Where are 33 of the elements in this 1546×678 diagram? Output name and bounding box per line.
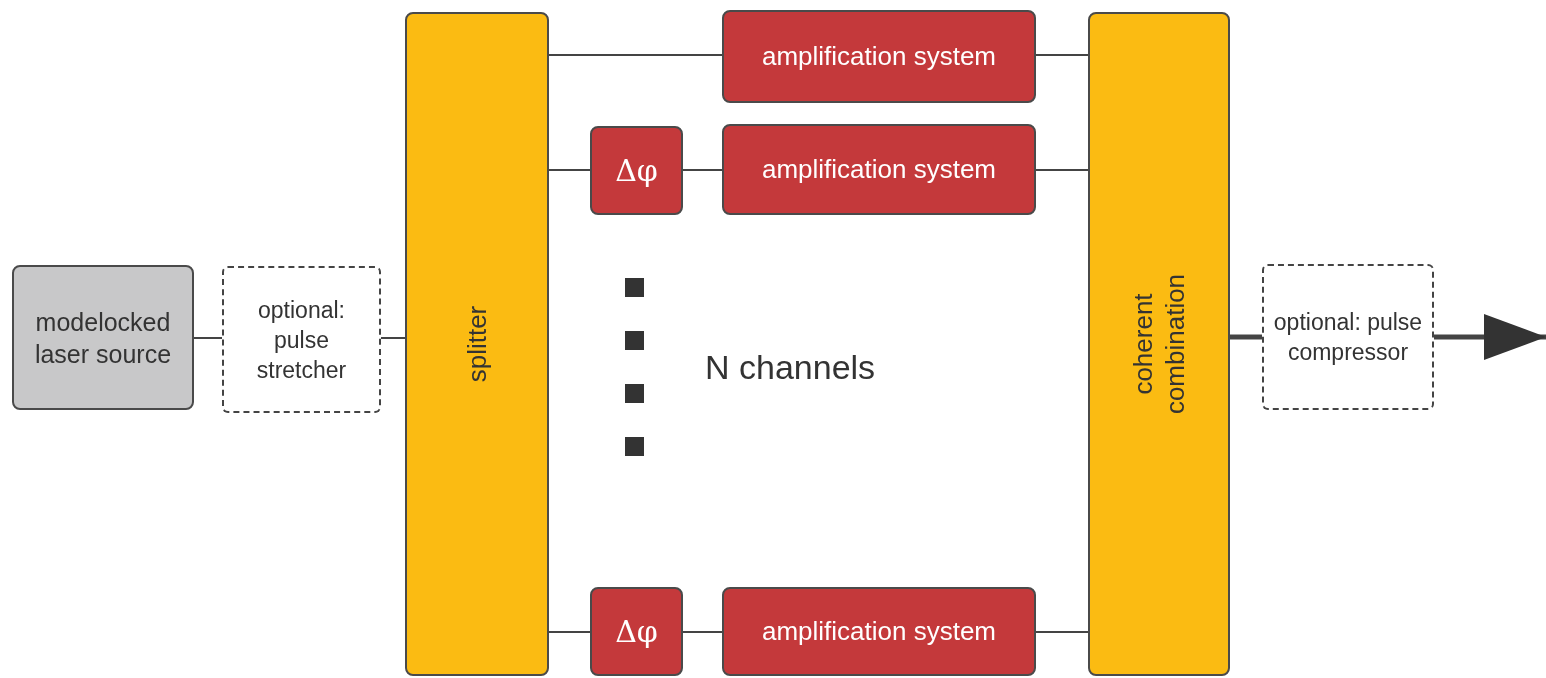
connector-line: [548, 54, 723, 56]
node-label: Δφ: [615, 613, 658, 651]
node-label: amplification system: [760, 40, 998, 73]
channel-count-label: N channels: [705, 347, 876, 388]
connector-line: [1035, 169, 1089, 171]
arrow: [1434, 314, 1546, 360]
node-label: amplification system: [760, 615, 998, 648]
connector-line: [682, 169, 723, 171]
connector-line: [380, 337, 406, 339]
connector-line: [1035, 631, 1089, 633]
amplifier-box: [722, 124, 1036, 215]
node-label: optional: pulse compressor: [1272, 308, 1424, 367]
connector-line: [1230, 334, 1262, 340]
amplifier-box: [722, 10, 1036, 103]
node-label: coherent combination: [1127, 272, 1191, 417]
node-label: optional: pulse stretcher: [255, 295, 348, 385]
optional-stretcher-box: [222, 266, 381, 413]
amplifier-box: [722, 587, 1036, 676]
connector-line: [548, 169, 591, 171]
connector-line: [193, 337, 223, 339]
optional-compressor-box: [1262, 264, 1434, 410]
node-label: amplification system: [760, 153, 998, 186]
phase-shifter-box: [590, 587, 683, 676]
splitter-bar: [405, 12, 549, 676]
connector-line: [682, 631, 723, 633]
node-label: Δφ: [615, 152, 658, 190]
connector-line: [1035, 54, 1089, 56]
laser-source-box: [12, 265, 194, 410]
node-label: splitter: [461, 304, 493, 385]
connector-line: [548, 631, 591, 633]
phase-shifter-box: [590, 126, 683, 215]
combiner-bar: [1088, 12, 1230, 676]
node-label: modelocked laser source: [33, 306, 173, 370]
